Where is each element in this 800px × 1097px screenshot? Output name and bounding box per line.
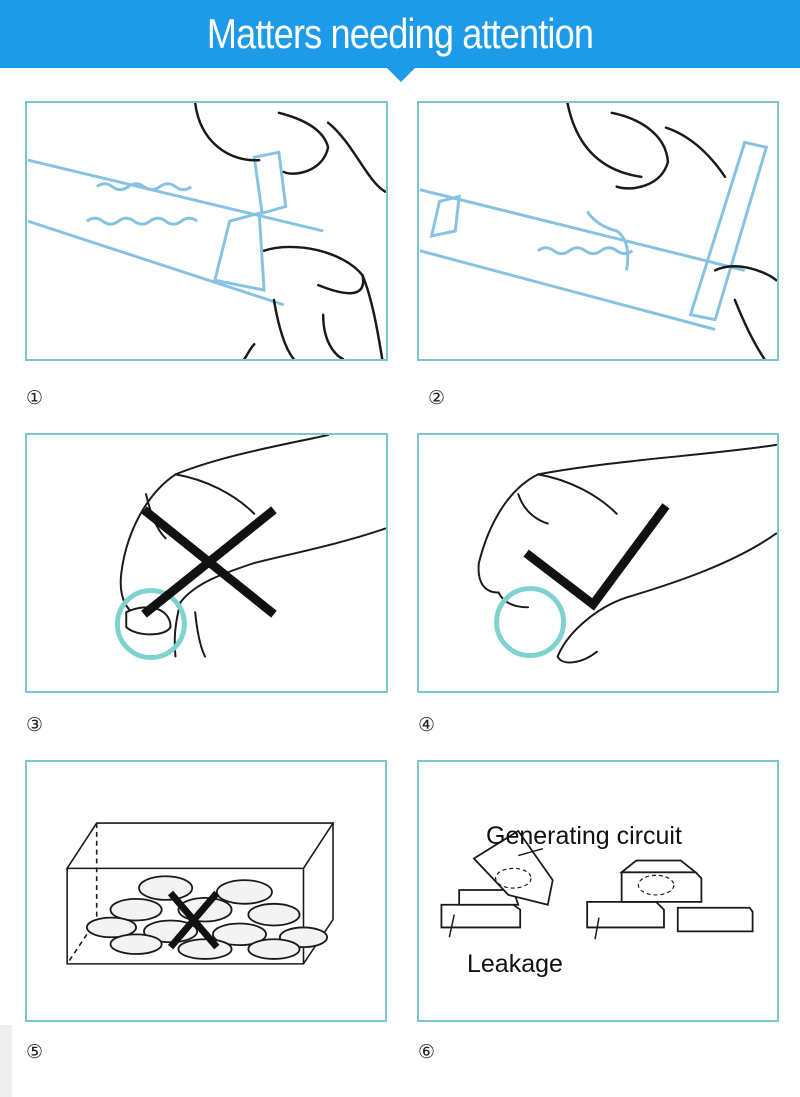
header-banner: Matters needing attention: [0, 0, 800, 68]
illustration-tear-strip: [27, 103, 386, 359]
step-number-3: ③: [26, 714, 44, 736]
battery-icon: [494, 586, 566, 659]
illustration-correct-grip: [477, 443, 777, 664]
panel-step-3: [25, 433, 388, 693]
panel-step-6: Generating circuit Leakage: [417, 760, 779, 1022]
illustration-remove-strip: [419, 103, 777, 359]
battery-icon: [114, 588, 187, 660]
step-number-5: ⑤: [26, 1041, 44, 1063]
edge-strip: [0, 1025, 12, 1097]
panel-step-4: [417, 433, 779, 693]
illustration-batteries-in-box: [65, 822, 335, 965]
panel-step-2: [417, 101, 779, 361]
illustration-wrong-grip: [114, 435, 386, 660]
cross-mark-icon: [141, 506, 277, 618]
label-leakage: Leakage: [467, 950, 563, 978]
step-number-4: ④: [418, 714, 436, 736]
step-number-6: ⑥: [418, 1041, 436, 1063]
banner-pointer: [385, 66, 417, 82]
step-number-2: ②: [428, 387, 446, 409]
page-title: Matters needing attention: [206, 10, 594, 57]
panel-step-5: [25, 760, 387, 1022]
step-number-1: ①: [26, 387, 44, 409]
check-mark-icon: [523, 503, 670, 611]
panel-step-1: [25, 101, 388, 361]
label-generating-circuit: Generating circuit: [486, 822, 682, 850]
illustration-stacked-batteries: [440, 829, 754, 940]
cross-mark-icon: [167, 890, 220, 950]
